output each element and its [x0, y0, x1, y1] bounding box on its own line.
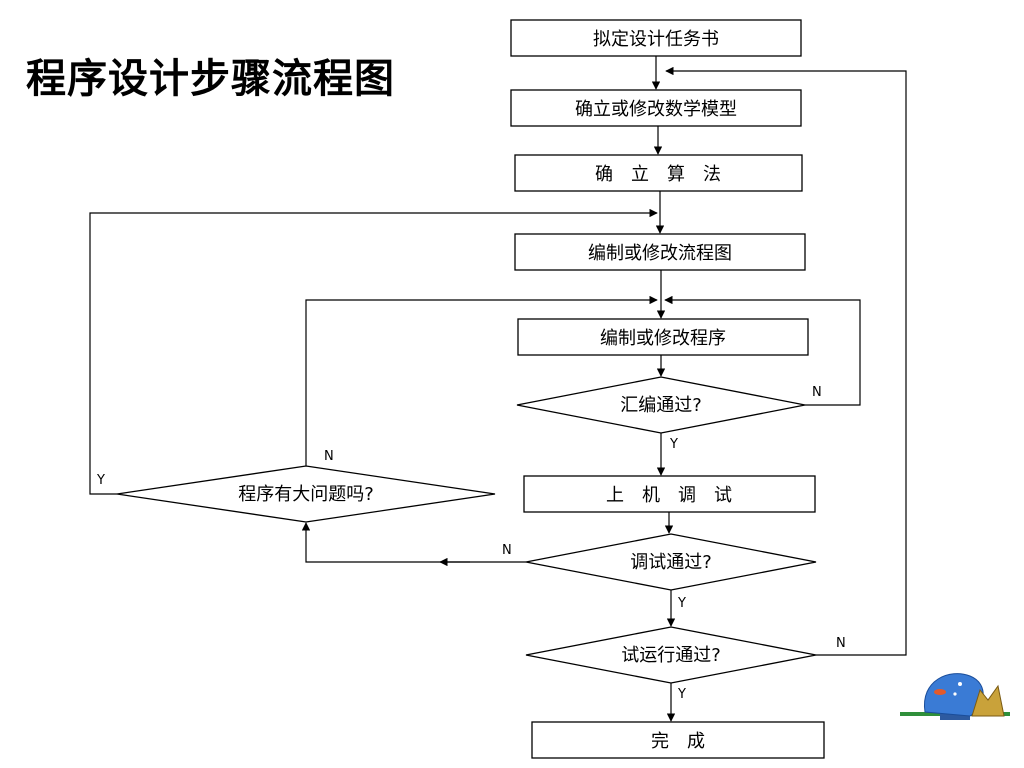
edge-debug-no-loop — [301, 522, 526, 563]
node-algorithm: 确 立 算 法 — [514, 154, 803, 192]
label-trial-n: N — [836, 636, 846, 651]
label-bigproblem-n: N — [324, 449, 334, 464]
edge-trial-no-loop — [665, 66, 907, 656]
label-bigproblem-y: Y — [96, 473, 105, 488]
label-debug-y: Y — [677, 596, 686, 611]
edge-bigproblem-no-loop — [305, 295, 658, 466]
node-trial-run-ok-label: 试运行通过? — [621, 645, 721, 666]
node-debug-on-machine: 上 机 调 试 — [523, 475, 816, 513]
edge-bigproblem-yes-loop — [89, 208, 658, 495]
node-model: 确立或修改数学模型 — [510, 89, 802, 127]
node-program-label: 编制或修改程序 — [600, 328, 726, 349]
page-title: 程序设计步骤流程图 — [26, 56, 395, 102]
label-assemble-y: Y — [669, 437, 678, 452]
node-task-book-label: 拟定设计任务书 — [593, 29, 719, 50]
node-debug-ok-label: 调试通过? — [630, 552, 712, 573]
node-program: 编制或修改程序 — [517, 318, 809, 356]
node-model-label: 确立或修改数学模型 — [575, 99, 737, 120]
node-debug-on-machine-label: 上 机 调 试 — [606, 485, 732, 506]
node-assemble-ok: 汇编通过? — [516, 376, 806, 434]
node-trial-run-ok: 试运行通过? — [525, 626, 817, 684]
node-done-label: 完 成 — [651, 731, 705, 752]
node-assemble-ok-label: 汇编通过? — [620, 395, 702, 416]
node-flowchart: 编制或修改流程图 — [514, 233, 806, 271]
node-done: 完 成 — [531, 721, 825, 759]
label-debug-n: N — [502, 543, 512, 558]
label-assemble-n: N — [812, 385, 822, 400]
edge-assemble-no-loop — [664, 295, 861, 406]
node-algorithm-label: 确 立 算 法 — [595, 164, 721, 185]
node-big-problem-label: 程序有大问题吗? — [238, 484, 374, 505]
node-task-book: 拟定设计任务书 — [510, 19, 802, 57]
aquarium-fish-clipart-icon — [900, 673, 1010, 720]
node-flowchart-label: 编制或修改流程图 — [588, 243, 732, 264]
node-debug-ok: 调试通过? — [525, 533, 817, 591]
node-big-problem: 程序有大问题吗? — [116, 465, 496, 523]
label-trial-y: Y — [677, 687, 686, 702]
